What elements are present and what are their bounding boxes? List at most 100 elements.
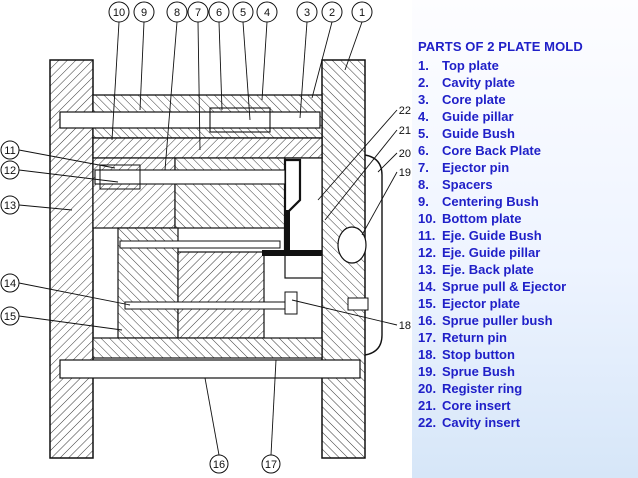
part-number: 14. (418, 279, 437, 294)
leader-lines-bottom (204, 359, 277, 456)
part-name: Eje. Guide Bush (442, 228, 542, 243)
part-number: 13. (418, 262, 437, 277)
part-name: Ejector pin (442, 160, 510, 175)
callout-20: 20 (399, 148, 411, 160)
cavity-wall-dark (284, 210, 290, 256)
mold-cross-section-drawing: 10 9 8 7 6 5 4 3 2 1 11 12 (0, 1, 411, 474)
parts-list: 1. Top plate 2. Cavity plate 3. Core plate 4. G… (418, 57, 566, 431)
part-name: Centering Bush (442, 194, 539, 209)
guide-pillar (59, 111, 321, 129)
callout-6: 6 (216, 7, 222, 19)
part-number: 17. (418, 330, 437, 345)
part-number: 16. (418, 313, 437, 328)
parts-list-item: 11. Eje. Guide Bush (418, 227, 566, 244)
parts-list-item: 14. Sprue pull & Ejector (418, 278, 566, 295)
callout-14: 14 (4, 278, 16, 290)
guide-bush (209, 107, 271, 133)
part-number: 2. (418, 75, 429, 90)
callout-9: 9 (141, 7, 147, 19)
callout-15: 15 (4, 311, 16, 323)
part-number: 8. (418, 177, 429, 192)
callout-17: 17 (265, 459, 277, 471)
stop-button (347, 297, 369, 311)
callout-12: 12 (4, 165, 16, 177)
sprue-puller-bush (284, 291, 298, 315)
callout-16: 16 (213, 459, 225, 471)
callout-11: 11 (4, 145, 15, 157)
callout-3: 3 (304, 7, 310, 19)
parts-list-item: 19. Sprue Bush (418, 363, 566, 380)
part-number: 7. (418, 160, 429, 175)
part-number: 1. (418, 58, 429, 73)
part-number: 4. (418, 109, 429, 124)
part-name: Guide pillar (442, 109, 514, 124)
part-number: 11. (418, 228, 436, 243)
parts-list-item: 16. Sprue puller bush (418, 312, 566, 329)
part-name: Cavity plate (442, 75, 515, 90)
callout-5: 5 (240, 7, 246, 19)
parts-list-item: 2. Cavity plate (418, 74, 566, 91)
callout-21: 21 (399, 125, 411, 137)
callouts-top: 10 9 8 7 6 5 4 3 2 1 (108, 1, 373, 23)
part-name: Eje. Back plate (442, 262, 534, 277)
part-name: Core insert (442, 398, 511, 413)
part-name: Bottom plate (442, 211, 522, 226)
sprue-pull-ejector (124, 301, 296, 310)
parts-list-item: 3. Core plate (418, 91, 566, 108)
parts-list-title: PARTS OF 2 PLATE MOLD (418, 39, 583, 54)
callout-8: 8 (174, 7, 180, 19)
part-number: 20. (418, 381, 437, 396)
parts-list-item: 9. Centering Bush (418, 193, 566, 210)
callout-13: 13 (4, 200, 16, 212)
parts-list-item: 12.Eje. Guide pillar (418, 244, 566, 261)
return-pin (59, 359, 361, 379)
part-name: Eje. Guide pillar (442, 245, 541, 260)
part-number: 18. (418, 347, 437, 362)
ejector-pin (119, 240, 281, 249)
callout-1: 1 (359, 7, 365, 19)
core-back-plate (174, 157, 286, 229)
leader-lines-right (291, 109, 398, 326)
callouts-bottom: 16 17 (209, 454, 281, 474)
part-number: 5. (418, 126, 429, 141)
part-number: 15. (418, 296, 437, 311)
part-name: Core Back Plate (442, 143, 541, 158)
part-number: 9. (418, 194, 429, 209)
parts-list-item: 1. Top plate (418, 57, 566, 74)
legend-panel-background (412, 0, 638, 478)
sprue-channel (262, 250, 322, 256)
spacer-upper (92, 157, 176, 229)
part-name: Register ring (442, 381, 523, 396)
part-name: Core plate (442, 92, 506, 107)
part-name: Sprue puller bush (442, 313, 553, 328)
parts-list-item: 21. Core insert (418, 397, 566, 414)
part-name: Sprue Bush (442, 364, 515, 379)
part-name: Guide Bush (442, 126, 515, 141)
parts-list-item: 17. Return pin (418, 329, 566, 346)
register-ring (364, 154, 383, 356)
part-name: Cavity insert (442, 415, 521, 430)
callout-7: 7 (195, 7, 201, 19)
spacer-lower (92, 337, 323, 359)
part-name: Spacers (442, 177, 493, 192)
ejector-plate (177, 251, 265, 339)
callout-10: 10 (113, 7, 125, 19)
part-name: Sprue pull & Ejector (442, 279, 567, 294)
part-number: 6. (418, 143, 429, 158)
callouts-right: 22 21 20 19 18 (399, 105, 411, 332)
part-name: Return pin (442, 330, 507, 345)
part-number: 3. (418, 92, 429, 107)
part-number: 21. (418, 398, 437, 413)
part-name: Ejector plate (442, 296, 521, 311)
parts-list-item: 22.Cavity insert (418, 414, 566, 431)
callout-19: 19 (399, 167, 411, 179)
sprue-bush (337, 226, 367, 264)
part-name: Top plate (442, 58, 499, 73)
leader-lines-left (18, 149, 131, 331)
part-number: 19. (418, 364, 437, 379)
parts-list-item: 10.Bottom plate (418, 210, 566, 227)
parts-list-item: 8. Spacers (418, 176, 566, 193)
eje-guide-bush (99, 164, 141, 190)
parts-list-item: 4. Guide pillar (418, 108, 566, 125)
